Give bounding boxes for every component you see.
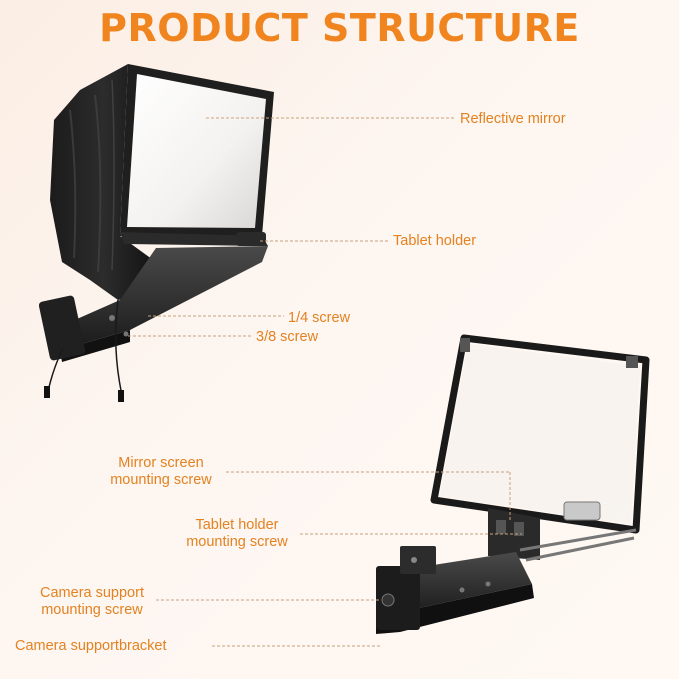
leader-lines xyxy=(128,117,522,647)
label-line: Mirror screen xyxy=(118,455,204,471)
label-quarter-screw: 1/4 screw xyxy=(288,310,351,326)
hood-cloth xyxy=(50,64,156,300)
label-tablet-holder-mounting-screw: Tablet holder mounting screw xyxy=(176,517,298,551)
label-line: Camera support xyxy=(40,585,144,601)
bracket-arm xyxy=(52,246,268,350)
teleprompter-hooded xyxy=(38,64,274,402)
label-three-eighths-screw: 3/8 screw xyxy=(256,329,319,345)
label-mirror-screen-mounting-screw: Mirror screen mounting screw xyxy=(100,455,222,489)
label-line: mounting screw xyxy=(186,534,288,550)
mirror-glass xyxy=(440,344,640,524)
label-line: Tablet holder xyxy=(195,517,279,533)
label-reflective-mirror: Reflective mirror xyxy=(460,111,566,127)
label-line: mounting screw xyxy=(41,602,143,618)
teleprompter-frame xyxy=(376,334,650,634)
page-title: PRODUCT STRUCTURE xyxy=(99,6,580,50)
label-camera-support-mounting-screw: Camera support mounting screw xyxy=(30,585,154,619)
label-tablet-holder: Tablet holder xyxy=(393,233,477,249)
reflective-mirror xyxy=(127,74,266,228)
tablet-holder-part xyxy=(120,232,268,246)
label-line: mounting screw xyxy=(110,472,212,488)
label-camera-support-bracket: Camera supportbracket xyxy=(15,638,167,654)
